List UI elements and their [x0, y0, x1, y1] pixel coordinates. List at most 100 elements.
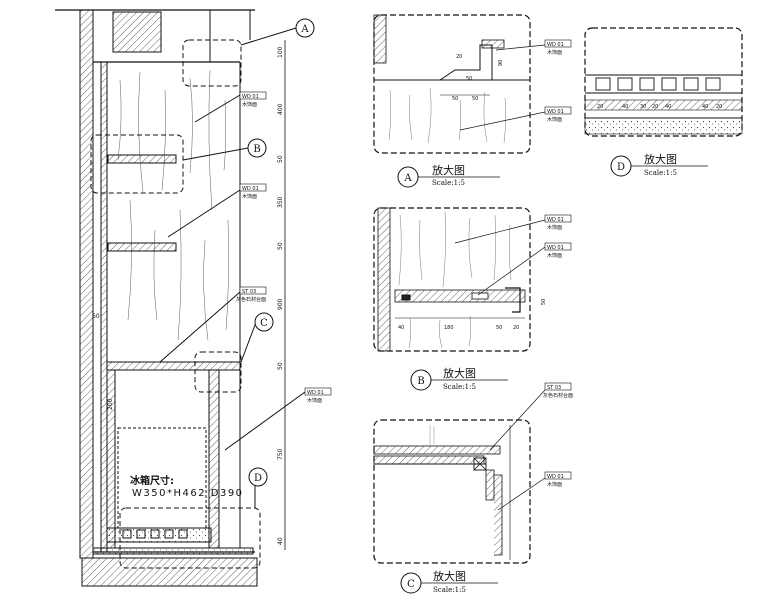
- callout-d-label: D: [254, 473, 262, 484]
- dim-200: 200: [107, 398, 114, 410]
- detail-b-dim-50a: 50: [496, 325, 502, 331]
- detail-b-title: B 放大图 Scale:1:5: [410, 366, 508, 391]
- callout-a: A: [295, 18, 315, 38]
- callout-box-b: [90, 134, 184, 194]
- tag-wd-2: WD 01 木饰面: [239, 183, 267, 200]
- detail-b-tag-1-code: WD 01: [547, 217, 564, 223]
- detail-d-dim-20b: 20: [652, 104, 658, 110]
- detail-b-tag-1-name: 木饰面: [547, 224, 562, 231]
- tag-wd-2-name: 木饰面: [242, 193, 257, 200]
- tag-st-1-code: ST 03: [242, 289, 256, 295]
- dim-900: 900: [277, 298, 284, 310]
- detail-d-heading: 放大图: [644, 152, 677, 166]
- detail-b-tag-2-code: WD 01: [547, 245, 564, 251]
- detail-a-dim-90: 90: [498, 60, 504, 66]
- detail-c-tag-wd-code: WD 01: [547, 474, 564, 480]
- dim-100: 100: [277, 46, 284, 58]
- fridge-dims: W350*H462 D390: [132, 488, 244, 499]
- tag-wd-3: WD 01 木饰面: [304, 387, 332, 404]
- countertop: [106, 361, 241, 371]
- detail-b-dim-40: 40: [398, 325, 404, 331]
- callout-box-c: [194, 351, 242, 393]
- dim-60: 60: [92, 313, 100, 320]
- detail-a-heading: 放大图: [432, 163, 465, 177]
- dim-750: 750: [277, 448, 284, 460]
- detail-a-title: A 放大图 Scale:1:5: [397, 163, 500, 188]
- detail-d-dim-20a: 20: [597, 104, 603, 110]
- callout-box-d: [119, 507, 261, 569]
- detail-b-scale: Scale:1:5: [443, 383, 476, 391]
- callout-c: C: [254, 312, 274, 332]
- tag-wd-3-name: 木饰面: [307, 397, 322, 404]
- detail-d-dim-40a: 40: [622, 104, 628, 110]
- detail-b-heading: 放大图: [443, 366, 476, 380]
- tag-wd-1-name: 木饰面: [242, 101, 257, 108]
- detail-a-tag-1: WD 01 木饰面: [544, 39, 572, 56]
- shelf-rod-lower: [107, 242, 177, 252]
- detail-c-id: C: [407, 579, 415, 590]
- dim-50a: 50: [277, 155, 284, 163]
- detail-c-scale: Scale:1:5: [433, 586, 466, 594]
- detail-a-dim-50a: 50: [452, 96, 458, 102]
- detail-b: [373, 207, 546, 352]
- detail-a-tag-2-code: WD 01: [547, 109, 564, 115]
- fridge-label: 冰箱尺寸:: [130, 474, 174, 487]
- detail-b-dim-50b: 50: [541, 299, 547, 305]
- detail-b-dim-20: 20: [513, 325, 519, 331]
- dim-50c: 50: [277, 362, 284, 370]
- detail-d-dim-40c: 40: [702, 104, 708, 110]
- detail-b-tag-2: WD 01 木饰面: [544, 242, 572, 259]
- detail-d-dims: 20 40 30 20 40 40 20: [597, 104, 722, 110]
- wood-grain-panel: [117, 69, 229, 341]
- callout-d: D: [248, 467, 268, 487]
- tag-st-1: ST 03 灰色石材台面: [236, 286, 267, 303]
- dim-40: 40: [277, 537, 284, 545]
- top-beam: [112, 11, 162, 53]
- detail-b-dim-180: 180: [444, 325, 454, 331]
- tag-st-1-name: 灰色石材台面: [236, 296, 266, 303]
- detail-d-id: D: [617, 162, 625, 173]
- tag-wd-1-code: WD 01: [242, 94, 259, 100]
- detail-c-tag-st-name: 灰色石材台面: [543, 392, 573, 399]
- detail-b-id: B: [417, 376, 424, 387]
- detail-c: [373, 389, 546, 564]
- callout-b: B: [247, 138, 267, 158]
- callout-box-a: [182, 39, 242, 87]
- detail-a-dims: 20 50 50 50 90: [452, 54, 504, 102]
- detail-c-tag-st: ST 03 灰色石材台面: [543, 382, 573, 399]
- dim-400: 400: [277, 103, 284, 115]
- tag-wd-2-code: WD 01: [242, 186, 259, 192]
- dim-350: 350: [277, 196, 284, 208]
- detail-d-dim-40b: 40: [665, 104, 671, 110]
- shelf-rod-upper: [107, 154, 177, 164]
- tag-wd-3-code: WD 01: [307, 390, 324, 396]
- floor-slab: [81, 557, 258, 587]
- detail-a-dim-50c: 50: [466, 76, 472, 82]
- detail-c-title: C 放大图 Scale:1:5: [400, 569, 498, 594]
- detail-a-id: A: [403, 173, 412, 184]
- detail-b-tag-2-name: 木饰面: [547, 252, 562, 259]
- detail-a-tag-2-name: 木饰面: [547, 116, 562, 123]
- elevation-view: [55, 9, 306, 587]
- detail-a-scale: Scale:1:5: [432, 179, 465, 187]
- detail-d-scale: Scale:1:5: [644, 169, 677, 177]
- detail-a-dim-50b: 50: [472, 96, 478, 102]
- detail-c-tag-wd-name: 木饰面: [547, 481, 562, 488]
- detail-c-heading: 放大图: [433, 569, 466, 583]
- detail-b-tag-1: WD 01 木饰面: [544, 214, 572, 231]
- detail-d-dim-30: 30: [640, 104, 646, 110]
- detail-a-tag-1-code: WD 01: [547, 42, 564, 48]
- detail-a-tag-1-name: 木饰面: [547, 49, 562, 56]
- detail-d-dim-20c: 20: [716, 104, 722, 110]
- detail-a-dim-20: 20: [456, 54, 462, 60]
- dim-50b: 50: [277, 242, 284, 250]
- callout-c-label: C: [260, 318, 268, 329]
- detail-a-tag-2: WD 01 木饰面: [544, 106, 572, 123]
- detail-d: [584, 27, 743, 137]
- detail-c-tag-wd: WD 01 木饰面: [544, 471, 572, 488]
- elevation-dimensions: 100 400 50 350 50 900 50 750 40 60 200: [92, 46, 284, 545]
- detail-b-dims: 40 180 50 20 50: [398, 299, 547, 331]
- tag-wd-1: WD 01 木饰面: [239, 91, 267, 108]
- wall-hatch-left: [79, 9, 94, 559]
